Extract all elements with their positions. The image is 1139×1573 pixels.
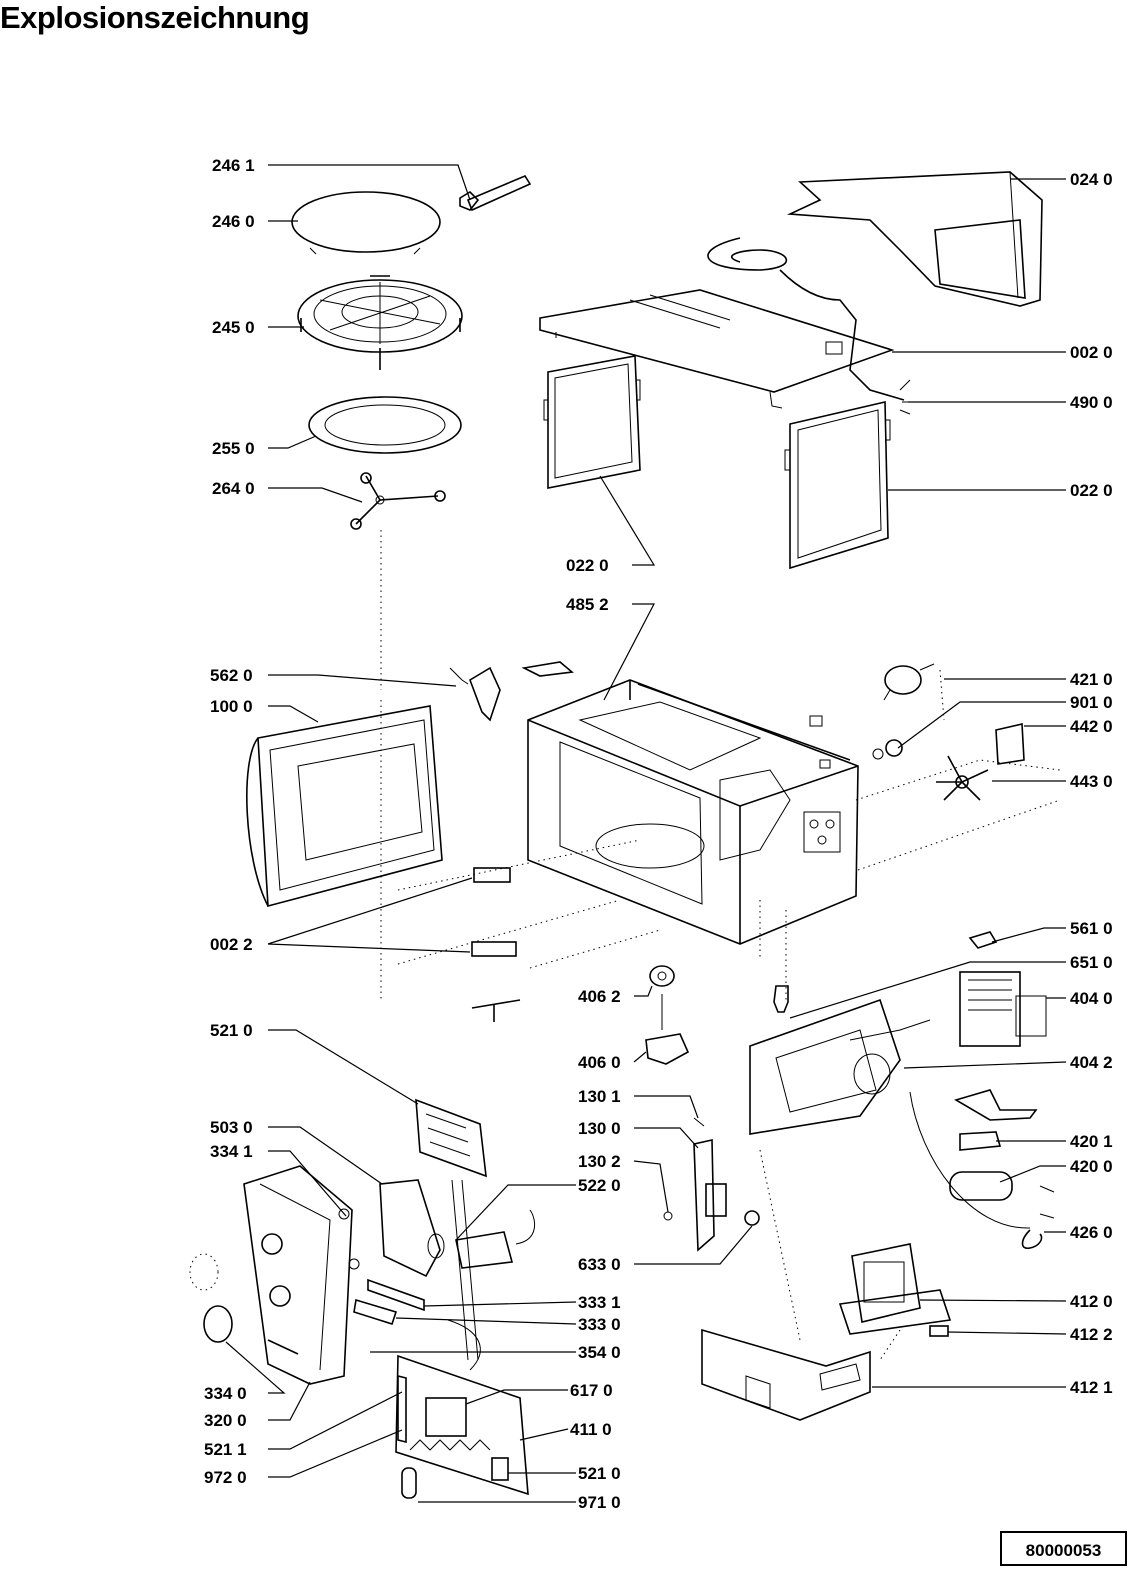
- callout-label: 406 0: [578, 1053, 621, 1072]
- callout-label: 411 0: [570, 1420, 612, 1439]
- fan-bracket: [995, 723, 1025, 765]
- callout-label: 246 0: [212, 212, 255, 231]
- callout-label: 022 0: [1070, 481, 1113, 500]
- callout-label: 420 0: [1070, 1157, 1113, 1176]
- side-shield-right: [784, 400, 891, 570]
- wire-harness: [707, 237, 912, 415]
- callout-label: 421 0: [1070, 670, 1113, 689]
- timer-module: [348, 1179, 445, 1278]
- switch-assembly: [663, 1117, 760, 1252]
- turntable-shaft: [459, 174, 532, 212]
- callout-label: 426 0: [1070, 1223, 1113, 1242]
- glass-tray: [291, 191, 441, 255]
- side-shield-left: [543, 355, 641, 489]
- callout-label: 972 0: [204, 1468, 247, 1487]
- callout-label: 522 0: [578, 1176, 621, 1195]
- thermal-cutout: [773, 985, 789, 1013]
- roller-ring: [297, 275, 463, 370]
- chassis-frame: [749, 998, 931, 1135]
- oven-cavity: [527, 679, 859, 945]
- pcb: [395, 1354, 529, 1496]
- transformer: [838, 1243, 952, 1337]
- callout-label: 521 1: [204, 1440, 247, 1459]
- callout-label: 100 0: [210, 697, 253, 716]
- callout-label: 901 0: [1070, 693, 1113, 712]
- callout-label: 412 2: [1070, 1325, 1113, 1344]
- callout-label: 406 2: [578, 987, 621, 1006]
- callout-label: 633 0: [578, 1255, 621, 1274]
- callout-label: 561 0: [1070, 919, 1113, 938]
- base-plate: [701, 1328, 871, 1421]
- callout-label: 443 0: [1070, 772, 1113, 791]
- callout-label: 521 0: [578, 1464, 621, 1483]
- callout-label: 002 0: [1070, 343, 1113, 362]
- bearing: [872, 739, 903, 760]
- callout-label: 490 0: [1070, 393, 1113, 412]
- callout-label: 130 1: [578, 1087, 621, 1106]
- callout-label: 521 0: [210, 1021, 253, 1040]
- callout-label: 255 0: [212, 439, 255, 458]
- callout-label: 333 1: [578, 1293, 621, 1312]
- roller-support: [350, 472, 446, 530]
- fuse: [401, 1467, 417, 1499]
- callout-label: 503 0: [210, 1118, 253, 1137]
- magnetron: [959, 971, 1047, 1047]
- callout-label: 617 0: [570, 1381, 613, 1400]
- leader-lines: [225, 164, 1067, 1503]
- ribbon-cable: [447, 1179, 481, 1371]
- callout-label: 245 0: [212, 318, 255, 337]
- callout-label: 333 0: [578, 1315, 621, 1334]
- callout-label: 971 0: [578, 1493, 621, 1512]
- door: [246, 705, 443, 908]
- small-parts-center: [449, 661, 831, 1022]
- callout-label: 404 2: [1070, 1053, 1113, 1072]
- callout-label: 320 0: [204, 1411, 247, 1430]
- callout-label: 130 0: [578, 1119, 621, 1138]
- fan-blade: [936, 755, 989, 801]
- top-plate: [539, 289, 895, 409]
- turntable-plate: [308, 396, 462, 454]
- control-board-top: [415, 1098, 487, 1178]
- callout-label: 412 1: [1070, 1378, 1113, 1397]
- switch-bar: [353, 1278, 425, 1325]
- relay-clip: [968, 931, 998, 949]
- diode: [909, 1091, 1043, 1250]
- fan-motor: [883, 663, 935, 701]
- callout-label: 562 0: [210, 666, 253, 685]
- callout-label: 264 0: [212, 479, 255, 498]
- callout-label: 002 2: [210, 935, 253, 954]
- callout-label: 404 0: [1070, 989, 1113, 1008]
- callout-label: 442 0: [1070, 717, 1113, 736]
- document-number-box: 80000053: [1000, 1531, 1127, 1566]
- callout-label: 024 0: [1070, 170, 1113, 189]
- callout-label: 651 0: [1070, 953, 1113, 972]
- callout-label: 334 0: [204, 1384, 247, 1403]
- callout-label: 130 2: [578, 1152, 621, 1171]
- callout-label: 420 1: [1070, 1132, 1113, 1151]
- callout-label: 246 1: [212, 156, 255, 175]
- outer-cover: [786, 171, 1043, 307]
- capacitor-bracket: [954, 1089, 1038, 1151]
- stirrer-motor: [645, 965, 690, 1065]
- callout-label: 354 0: [578, 1343, 621, 1362]
- callout-label: 022 0: [566, 556, 609, 575]
- page-title: Explosionszeichnung: [0, 0, 310, 35]
- callout-label: 485 2: [566, 595, 609, 614]
- knobs: [189, 1208, 350, 1343]
- interlock: [455, 1209, 536, 1269]
- callout-label: 412 0: [1070, 1292, 1113, 1311]
- capacitor: [949, 1171, 1055, 1219]
- callout-label: 334 1: [210, 1142, 253, 1161]
- control-panel: [243, 1165, 353, 1385]
- callout-labels: 246 1 246 0 245 0 255 0 264 0 024 0 002 …: [204, 156, 1113, 1512]
